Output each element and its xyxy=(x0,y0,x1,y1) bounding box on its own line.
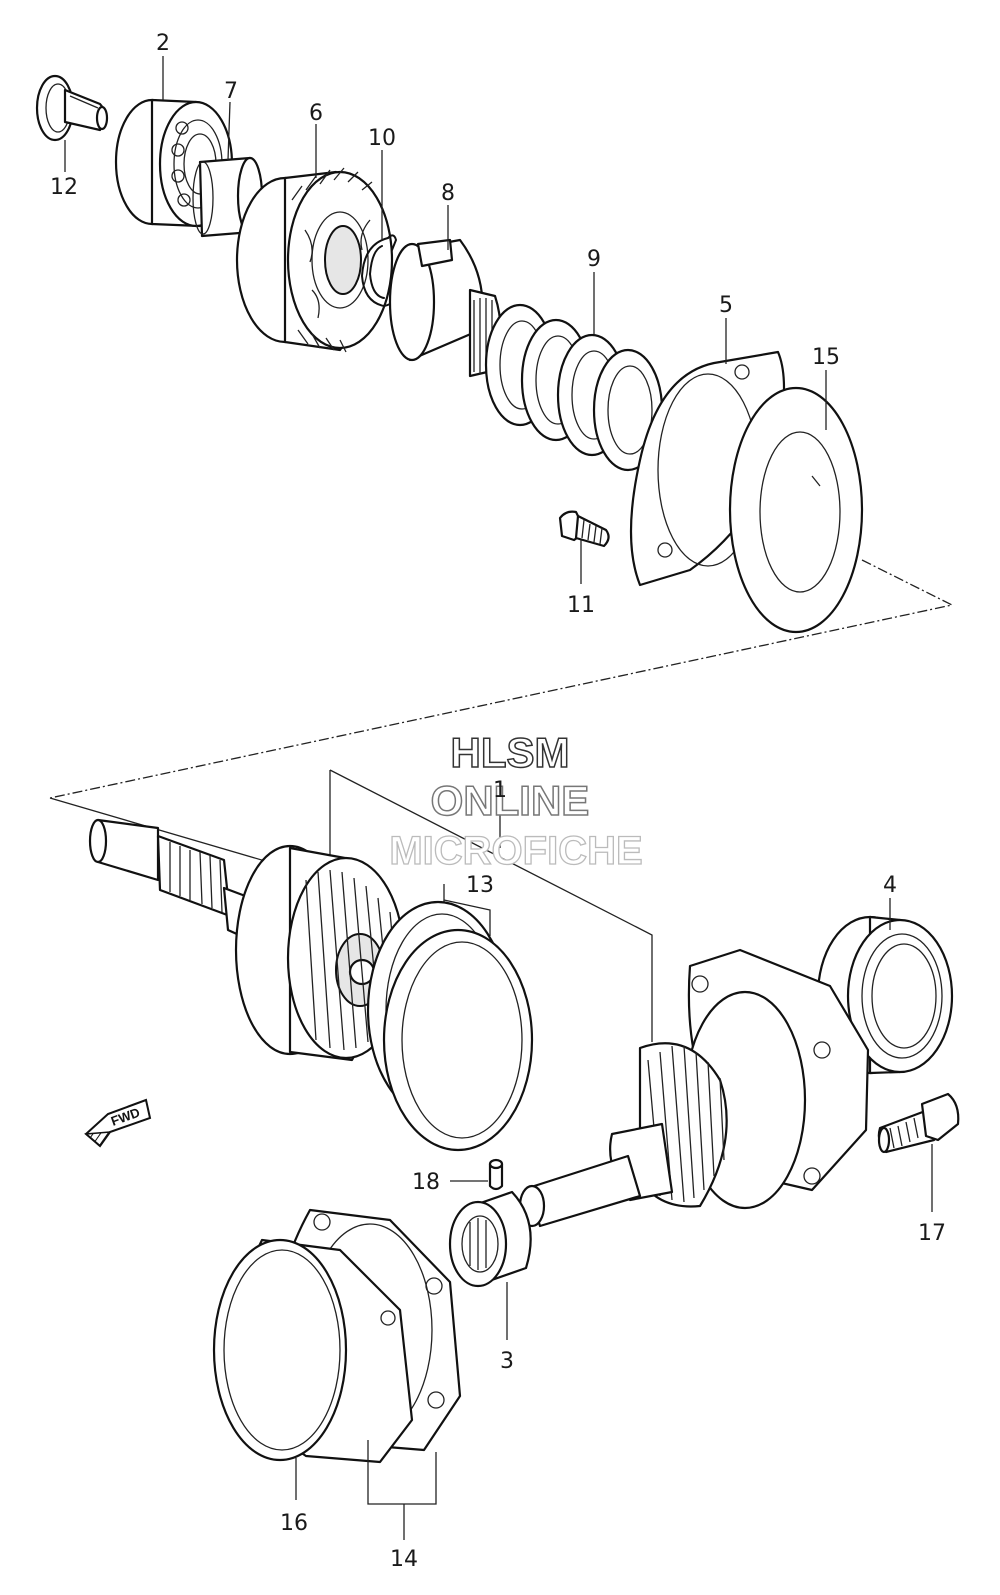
callout-1: 1 xyxy=(493,778,507,803)
callout-2: 2 xyxy=(156,31,170,56)
callout-5: 5 xyxy=(719,293,733,318)
part-12-bolt xyxy=(35,74,109,142)
callout-10: 10 xyxy=(368,126,396,151)
callout-8: 8 xyxy=(441,181,455,206)
callout-11: 11 xyxy=(567,593,595,618)
callouts: 2 7 6 10 8 9 5 15 12 11 1 13 4 18 17 3 1… xyxy=(50,31,946,1572)
watermark-line3: MICROFICHE xyxy=(389,829,642,873)
callout-18: 18 xyxy=(412,1170,440,1195)
watermark-line2: ONLINE xyxy=(431,777,590,824)
part-9-spring xyxy=(484,303,664,472)
callout-7: 7 xyxy=(224,79,238,104)
callout-13: 13 xyxy=(466,873,494,898)
part-11-bolt xyxy=(558,510,610,548)
pinion-housing xyxy=(518,948,870,1228)
callout-15: 15 xyxy=(812,345,840,370)
part-8-clutch-sleeve xyxy=(388,238,502,378)
part-18-pin xyxy=(488,1158,504,1191)
callout-9: 9 xyxy=(587,247,601,272)
part-17-bolt xyxy=(877,1092,960,1154)
callout-16: 16 xyxy=(280,1511,308,1536)
watermark-line1: HLSM xyxy=(451,729,570,776)
callout-3: 3 xyxy=(500,1349,514,1374)
fwd-arrow-icon: FWD xyxy=(84,1098,152,1148)
part-3-needle-bearing xyxy=(448,1190,532,1288)
part-6-gear xyxy=(235,167,394,353)
callout-4: 4 xyxy=(883,873,897,898)
watermark: HLSM ONLINE MICROFICHE xyxy=(389,728,644,873)
callout-17: 17 xyxy=(918,1221,946,1246)
part-15-washer xyxy=(728,386,864,634)
callout-14: 14 xyxy=(390,1547,418,1572)
part-13-shims xyxy=(366,884,534,1152)
callout-6: 6 xyxy=(309,101,323,126)
callout-12: 12 xyxy=(50,175,78,200)
part-16-o-ring xyxy=(212,1238,348,1462)
